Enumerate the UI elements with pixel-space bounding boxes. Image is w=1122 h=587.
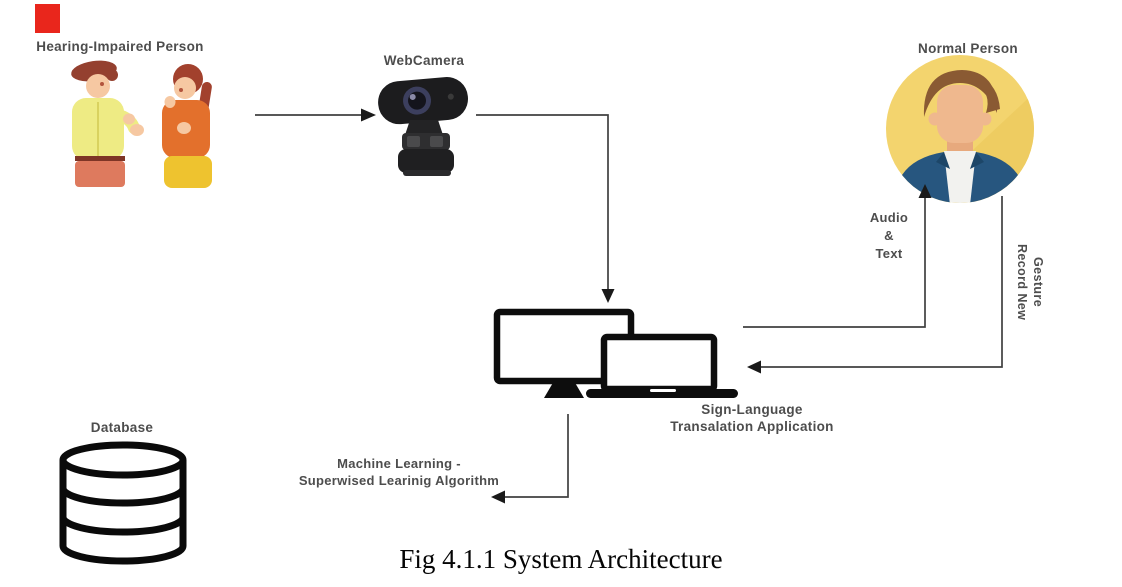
audio-text-line3: Text — [875, 246, 903, 261]
record-new-gesture-edge-label: Record New Gesture — [1014, 220, 1054, 344]
database-label: Database — [90, 420, 154, 435]
arrowhead-to-application — [601, 289, 615, 303]
ml-line1: Machine Learning - — [337, 456, 461, 471]
arrowhead-to-application-left — [747, 360, 761, 374]
normal-person-avatar — [886, 55, 1034, 203]
record-gesture-line1: Record New — [1015, 243, 1029, 321]
arrowhead-to-normal-person — [918, 184, 932, 198]
arrowhead-to-webcam — [361, 108, 376, 122]
audio-text-edge-label: Audio & Text — [849, 209, 929, 263]
desktop-laptop-icon — [493, 308, 738, 398]
red-marker — [35, 4, 60, 33]
webcam-icon — [378, 76, 468, 176]
ml-line2: Superwised Learinig Algorithm — [298, 472, 500, 488]
record-gesture-line2: Gesture — [1031, 256, 1045, 308]
arrowhead-to-database — [491, 490, 505, 504]
audio-text-line2: & — [884, 228, 894, 243]
database-icon — [59, 441, 187, 565]
hearing-impaired-people-illustration — [71, 60, 212, 188]
audio-text-line1: Audio — [869, 210, 909, 225]
application-label-line2: Transalation Application — [670, 419, 834, 434]
figure-caption: Fig 4.1.1 System Architecture — [399, 544, 723, 574]
application-label-line1: Sign-Language — [701, 402, 803, 417]
hearing-impaired-label: Hearing-Impaired Person — [36, 39, 204, 54]
machine-learning-edge-label: Machine Learning - Superwised Learinig A… — [253, 456, 545, 489]
webcamera-label: WebCamera — [383, 53, 465, 68]
normal-person-label: Normal Person — [918, 41, 1018, 56]
application-label: Sign-Language Transalation Application — [623, 401, 881, 435]
